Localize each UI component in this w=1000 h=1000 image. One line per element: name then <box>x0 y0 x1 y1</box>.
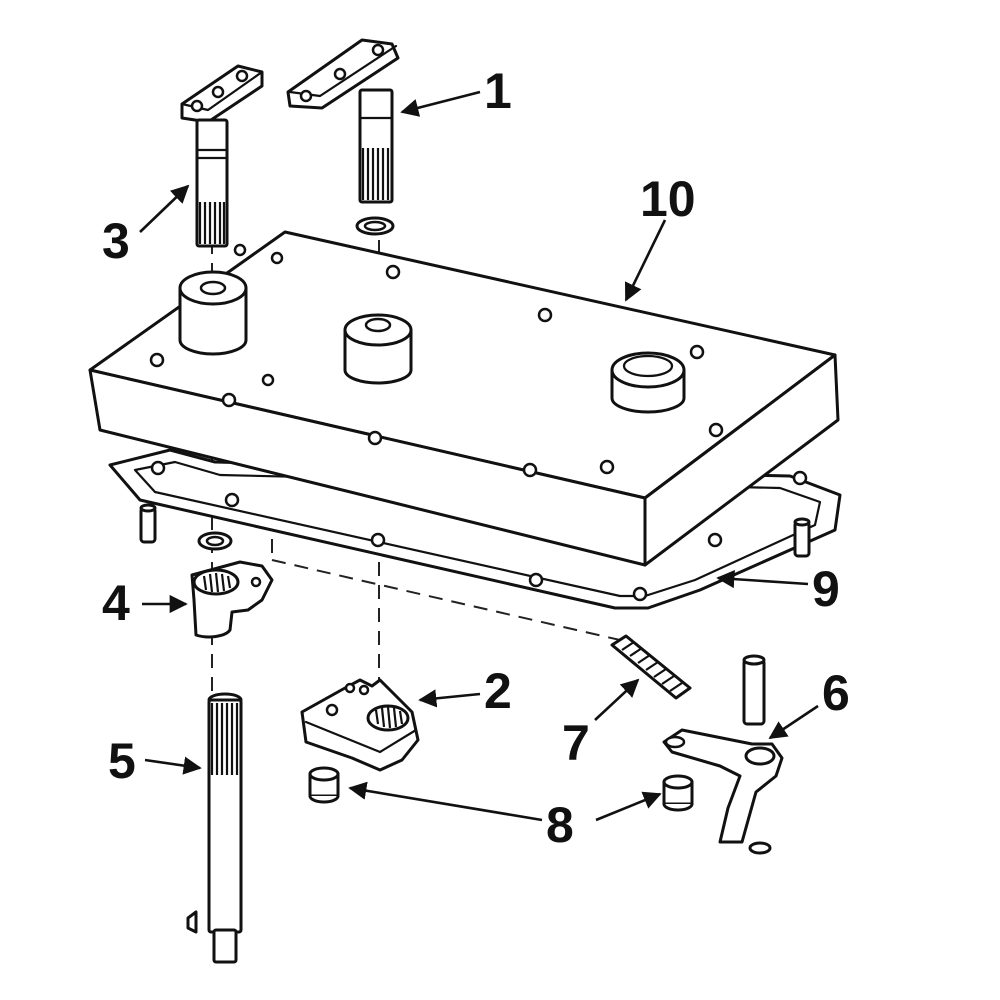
callout-6: 6 <box>822 665 850 721</box>
shift-fork-6-part <box>662 654 784 855</box>
callout-3: 3 <box>102 213 130 269</box>
dowel-pin-right <box>793 517 811 558</box>
callout-4: 4 <box>102 575 130 631</box>
bushing-8-right <box>662 774 694 812</box>
pin-6 <box>742 658 766 726</box>
callout-9: 9 <box>812 561 840 617</box>
callout-8: 8 <box>546 797 574 853</box>
cover-plate-part <box>88 230 840 567</box>
spring-7-part <box>610 634 692 700</box>
spline-4 <box>202 572 232 593</box>
spline-1 <box>361 148 390 200</box>
shift-cam-4-part <box>190 531 274 639</box>
shift-shaft-3-part <box>180 64 264 248</box>
callout-1: 1 <box>484 63 512 119</box>
shift-plate-2-part <box>300 678 420 772</box>
spline-3 <box>198 202 226 244</box>
spline-2 <box>374 706 404 729</box>
shift-shaft-1-part <box>286 38 400 236</box>
callout-5: 5 <box>108 733 136 789</box>
leader-lines <box>139 90 819 822</box>
callout-labels: 1 2 3 4 5 6 7 8 9 10 <box>102 63 850 853</box>
callout-10: 10 <box>640 171 696 227</box>
bushing-8-left <box>308 766 340 804</box>
dowel-pin-left <box>139 503 157 544</box>
callout-7: 7 <box>562 715 590 771</box>
spline-5 <box>210 703 239 775</box>
shift-shaft-5-part <box>186 692 243 964</box>
callout-2: 2 <box>484 663 512 719</box>
